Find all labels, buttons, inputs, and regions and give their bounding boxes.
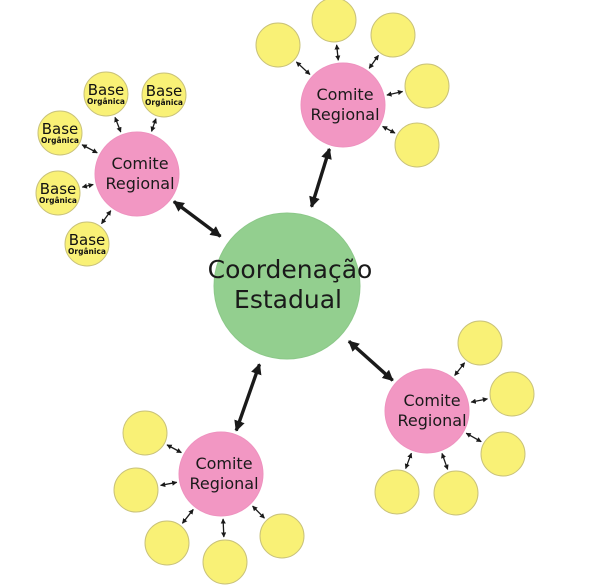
base-connector — [101, 210, 112, 225]
organic-base-label-subtitle: Orgânica — [39, 196, 77, 205]
base-circle — [457, 320, 503, 366]
base-node — [480, 431, 526, 477]
regional-committee-circle — [178, 431, 264, 517]
regional-committee-circle — [94, 131, 180, 217]
base-connector — [386, 90, 404, 97]
base-circle — [35, 170, 81, 216]
base-circle — [113, 467, 159, 513]
base-connector — [441, 452, 449, 470]
state-coordination-label-line1: Coordenação — [208, 255, 373, 284]
connectors — [81, 44, 488, 538]
base-connector — [252, 505, 265, 519]
organic-base-label-subtitle: Orgânica — [41, 136, 79, 145]
base-connector — [114, 116, 122, 133]
organic-base-label-title: Base — [40, 180, 77, 198]
base-connector — [166, 444, 182, 454]
base-circle — [255, 22, 301, 68]
base-circle — [404, 63, 450, 109]
base-node — [122, 410, 168, 456]
base-circle — [141, 72, 187, 118]
state-coordination-label-line2: Estadual — [234, 285, 342, 314]
base-connector — [404, 452, 413, 470]
regional-committee-label-line1: Comite — [111, 154, 168, 173]
base-circle — [83, 71, 129, 117]
base-node — [311, 0, 357, 43]
base-circle — [144, 520, 190, 566]
base-circle — [311, 0, 357, 43]
main-connector — [172, 200, 222, 238]
base-node — [255, 22, 301, 68]
base-node — [404, 63, 450, 109]
organic-base-label-title: Base — [69, 231, 106, 249]
base-node — [394, 122, 440, 168]
regional-committee-circle — [300, 62, 386, 148]
base-circle — [489, 371, 535, 417]
base-connector — [368, 54, 379, 69]
base-connector — [81, 183, 94, 189]
regional-committee-label-line1: Comite — [195, 454, 252, 473]
base-circle — [259, 513, 305, 559]
base-connector — [295, 61, 311, 75]
regional-committee-circle — [384, 368, 470, 454]
organic-base-label-subtitle: Orgânica — [68, 247, 106, 256]
state-coordination-circle — [213, 212, 361, 360]
organic-base-label-title: Base — [42, 120, 79, 138]
regional-committee-label-line2: Regional — [310, 105, 379, 124]
base-node — [144, 520, 190, 566]
organic-base-label-title: Base — [88, 81, 125, 99]
base-circle — [202, 539, 248, 585]
base-node — [374, 469, 420, 515]
base-node — [113, 467, 159, 513]
base-node — [370, 12, 416, 58]
base-circle — [374, 469, 420, 515]
regional-committee-label-line1: Comite — [403, 391, 460, 410]
base-circle — [394, 122, 440, 168]
base-node — [457, 320, 503, 366]
base-connector — [454, 362, 466, 376]
regional-committee-label-line2: Regional — [105, 174, 174, 193]
regional-committee-label-line2: Regional — [189, 474, 258, 493]
main-connector — [309, 147, 332, 208]
base-circle — [64, 221, 110, 267]
organic-base-label-subtitle: Orgânica — [145, 98, 183, 107]
regional-committee-label-line2: Regional — [397, 411, 466, 430]
base-circle — [433, 470, 479, 516]
base-node — [433, 470, 479, 516]
base-connector — [160, 480, 178, 488]
nodes: CoordenaçãoEstadualComiteRegionalComiteR… — [35, 0, 535, 585]
organic-base-label-subtitle: Orgânica — [87, 97, 125, 106]
base-circle — [122, 410, 168, 456]
base-circle — [37, 110, 83, 156]
base-node — [202, 539, 248, 585]
base-connector — [220, 518, 227, 538]
base-circle — [370, 12, 416, 58]
base-connector — [81, 144, 98, 154]
regional-committee-label-line1: Comite — [316, 85, 373, 104]
main-connector — [234, 363, 262, 432]
base-connector — [334, 44, 341, 61]
organic-base-label-title: Base — [146, 82, 183, 100]
base-connector — [470, 397, 488, 404]
base-node — [259, 513, 305, 559]
base-connector — [382, 125, 396, 134]
base-connector — [181, 509, 194, 524]
base-circle — [480, 431, 526, 477]
base-connector — [150, 118, 157, 132]
base-node — [489, 371, 535, 417]
base-connector — [465, 432, 482, 443]
main-connector — [347, 340, 394, 382]
